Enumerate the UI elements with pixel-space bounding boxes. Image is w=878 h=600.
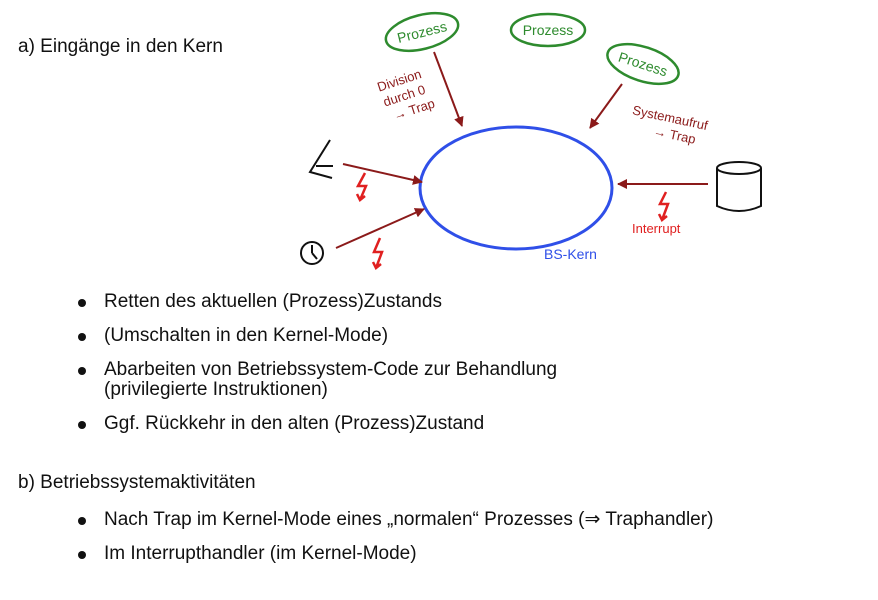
section-b-heading: b) Betriebssystemaktivitäten bbox=[18, 472, 256, 493]
list-item: Retten des aktuellen (Prozess)Zustands bbox=[70, 292, 557, 312]
lightning-icon-disk bbox=[657, 191, 670, 222]
section-a-bullets: Retten des aktuellen (Prozess)Zustands (… bbox=[70, 292, 557, 434]
trap-division-arrow bbox=[433, 51, 464, 127]
disk-icon bbox=[716, 161, 762, 212]
lightning-icon-device bbox=[355, 172, 368, 202]
process-node-1: Prozess bbox=[384, 11, 460, 53]
list-item: Nach Trap im Kernel-Mode eines „normalen… bbox=[70, 510, 713, 530]
interrupt-label: Interrupt bbox=[632, 221, 681, 236]
process-label-1: Prozess bbox=[396, 18, 449, 46]
section-b-bullets: Nach Trap im Kernel-Mode eines „normalen… bbox=[70, 510, 713, 564]
input-device-icon bbox=[308, 139, 333, 179]
list-item: Im Interrupthandler (im Kernel-Mode) bbox=[70, 544, 713, 564]
trap-syscall-label: Systemaufruf → Trap bbox=[631, 102, 709, 146]
process-label-2: Prozess bbox=[523, 22, 574, 38]
kernel-ellipse bbox=[418, 125, 614, 251]
list-item: Ggf. Rückkehr in den alten (Prozess)Zust… bbox=[70, 414, 557, 434]
trap-division-label: Division durch 0 → Trap bbox=[375, 66, 436, 123]
process-node-2: Prozess bbox=[509, 12, 587, 48]
list-item: (Umschalten in den Kernel-Mode) bbox=[70, 326, 557, 346]
lightning-icon-clock bbox=[371, 237, 384, 270]
kernel-entry-diagram: BS-Kern Prozess Prozess Prozess Division… bbox=[300, 11, 762, 270]
device-arrow bbox=[342, 163, 423, 185]
trap-syscall-arrow bbox=[589, 83, 623, 129]
process-node-3: Prozess bbox=[606, 42, 680, 86]
kernel-label: BS-Kern bbox=[544, 246, 597, 262]
list-item: Abarbeiten von Betriebssystem-Code zur B… bbox=[70, 360, 557, 400]
clock-icon bbox=[300, 241, 324, 265]
section-a-heading: a) Eingänge in den Kern bbox=[18, 36, 223, 57]
clock-arrow bbox=[335, 208, 425, 249]
